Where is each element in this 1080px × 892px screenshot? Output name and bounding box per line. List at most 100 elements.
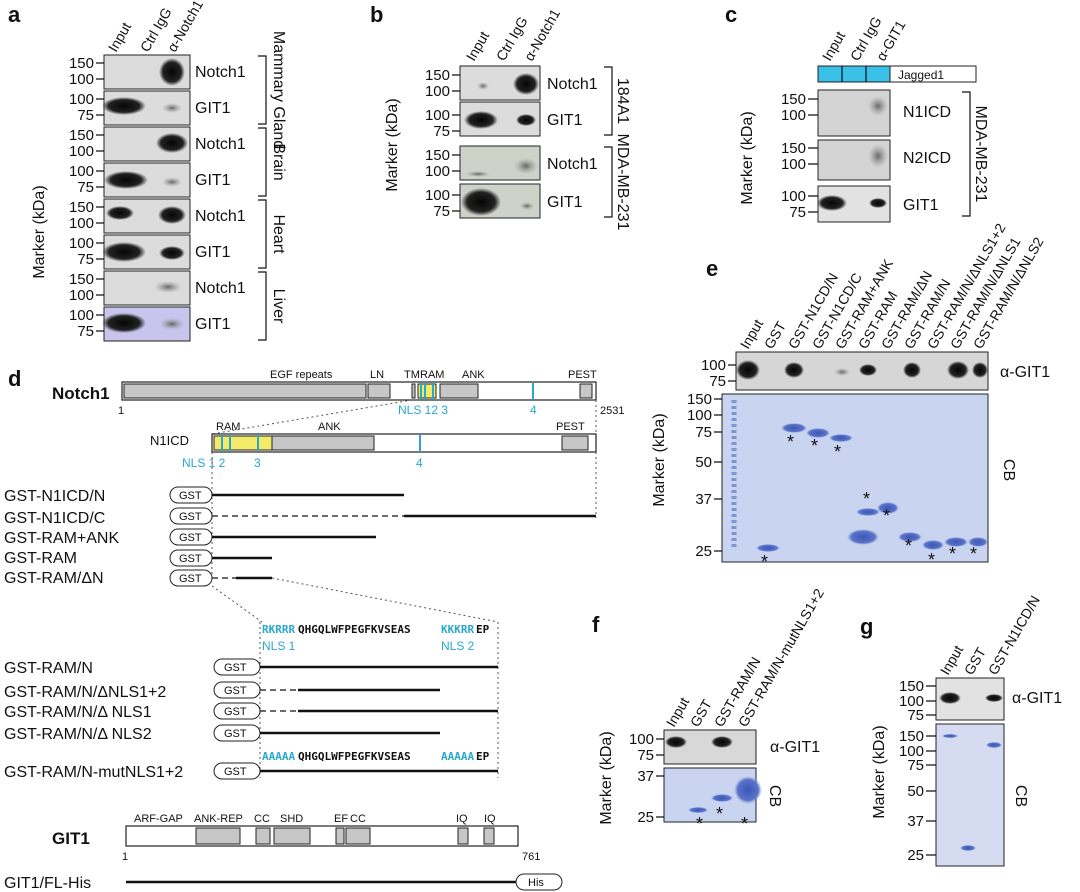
band: [102, 97, 146, 115]
svg-text:3: 3: [254, 456, 261, 470]
svg-text:100: 100: [69, 143, 94, 160]
git1-cc2: [345, 827, 371, 845]
band: [102, 242, 146, 262]
svg-text:Notch1: Notch1: [195, 64, 246, 81]
svg-text:75: 75: [433, 203, 450, 220]
panel-e-label: e: [706, 256, 718, 281]
svg-text:IQ: IQ: [484, 813, 496, 825]
svg-text:NLS 12 3: NLS 12 3: [398, 403, 448, 417]
git1-shd: [273, 827, 311, 845]
band: [985, 694, 1003, 702]
marker-ticks: [728, 364, 736, 382]
panel-g: g Input GST GST-N1ICD/N 150 100 75 α-GIT…: [860, 593, 1062, 867]
svg-text:100: 100: [69, 235, 94, 252]
svg-text:75: 75: [77, 323, 94, 340]
svg-text:100: 100: [69, 287, 94, 304]
svg-text:100: 100: [701, 357, 726, 374]
band: [847, 529, 879, 545]
zoom-lines-2: [211, 452, 597, 574]
svg-text:GIT1: GIT1: [547, 112, 583, 129]
svg-text:*: *: [949, 544, 956, 564]
band: [514, 158, 538, 174]
git1-iq1: [457, 827, 469, 845]
svg-text:4: 4: [530, 403, 537, 417]
panel-g-gel: [935, 723, 1005, 867]
panel-a-y-axis: Marker (kDa): [31, 185, 48, 278]
band: [162, 103, 182, 113]
band: [817, 195, 847, 211]
panel-g-label: g: [860, 614, 873, 639]
band: [756, 544, 780, 552]
band: [869, 198, 887, 208]
svg-text:GST-N1ICD/C: GST-N1ICD/C: [4, 510, 105, 527]
svg-text:100: 100: [629, 731, 654, 748]
svg-text:AAAAA: AAAAA: [441, 750, 474, 763]
svg-text:ARF-GAP: ARF-GAP: [134, 813, 183, 825]
notch1-name: Notch1: [52, 384, 110, 403]
svg-text:GST: GST: [224, 706, 247, 718]
svg-text:NLS 1 2: NLS 1 2: [182, 456, 226, 470]
marker-ticks: [714, 398, 722, 552]
band: [688, 807, 708, 813]
svg-text:*: *: [883, 506, 890, 526]
svg-text:LN: LN: [370, 369, 384, 381]
ram-sequence: RKRRR QHGQLWFPEGFKVSEAS KKKRR EP NLS 1 N…: [262, 623, 490, 653]
svg-text:ANK-REP: ANK-REP: [194, 813, 243, 825]
svg-text:37: 37: [695, 491, 712, 508]
svg-text:Marker (kDa): Marker (kDa): [871, 725, 888, 818]
svg-text:α-GIT1: α-GIT1: [1000, 364, 1050, 381]
svg-text:Notch1: Notch1: [195, 280, 246, 297]
band: [516, 114, 536, 126]
cell-brackets: [604, 66, 613, 218]
svg-text:GIT1: GIT1: [195, 244, 231, 261]
svg-text:N1ICD: N1ICD: [150, 433, 189, 448]
panel-a-markers: 150 100 100 75 150 100 100 75 150 100 10…: [69, 55, 104, 340]
svg-text:*: *: [970, 544, 977, 564]
svg-text:100: 100: [69, 215, 94, 232]
svg-text:EP: EP: [476, 750, 490, 763]
svg-text:Notch1: Notch1: [195, 136, 246, 153]
marker-ticks: [452, 74, 460, 212]
svg-text:Input: Input: [663, 694, 692, 729]
svg-text:Input: Input: [105, 19, 134, 54]
svg-text:4: 4: [416, 456, 423, 470]
svg-text:GST: GST: [761, 318, 789, 351]
band: [665, 736, 687, 748]
n1icd-ank: [271, 435, 375, 451]
svg-text:QHGQLWFPEGFKVSEAS: QHGQLWFPEGFKVSEAS: [298, 750, 411, 763]
svg-text:AAAAA: AAAAA: [262, 750, 295, 763]
svg-text:GST: GST: [179, 553, 202, 565]
svg-text:EGF repeats: EGF repeats: [270, 369, 333, 381]
svg-text:50: 50: [907, 783, 924, 800]
panel-f-stain: CB: [766, 785, 783, 807]
svg-text:GST-RAM/N-mutNLS1+2: GST-RAM/N-mutNLS1+2: [4, 764, 183, 781]
svg-text:150: 150: [69, 127, 94, 144]
svg-text:2531: 2531: [600, 405, 624, 417]
svg-text:MDA-MB-231: MDA-MB-231: [972, 106, 989, 203]
notch1-ank: [439, 383, 479, 399]
band: [106, 206, 134, 220]
svg-text:*: *: [928, 550, 935, 570]
band: [829, 434, 853, 442]
cell-bracket: [962, 91, 971, 217]
band: [944, 537, 968, 547]
svg-text:NLS 1: NLS 1: [262, 639, 296, 653]
svg-text:25: 25: [695, 543, 712, 560]
svg-text:α-Notch1: α-Notch1: [521, 6, 564, 64]
svg-text:150: 150: [69, 55, 94, 72]
svg-text:75: 75: [637, 747, 654, 764]
git1-iq2: [483, 827, 495, 845]
panel-f: f Input GST GST-RAM/N GST-RAM/N-mutNLS1+…: [592, 586, 827, 834]
svg-text:GST-RAM/N/Δ NLS1: GST-RAM/N/Δ NLS1: [4, 704, 152, 721]
svg-text:GST: GST: [687, 696, 715, 729]
svg-text:His: His: [528, 877, 544, 889]
band: [868, 144, 888, 168]
panel-g-stain: CB: [1012, 785, 1029, 807]
band: [461, 188, 501, 216]
constructs-group-2: GST-RAM/N GST-RAM/N/ΔNLS1+2 GST-RAM/N/Δ …: [4, 658, 498, 781]
svg-text:100: 100: [781, 156, 806, 173]
jagged1-label: Jagged1: [898, 68, 944, 82]
svg-text:GST: GST: [224, 685, 247, 697]
svg-text:EP: EP: [476, 623, 490, 636]
